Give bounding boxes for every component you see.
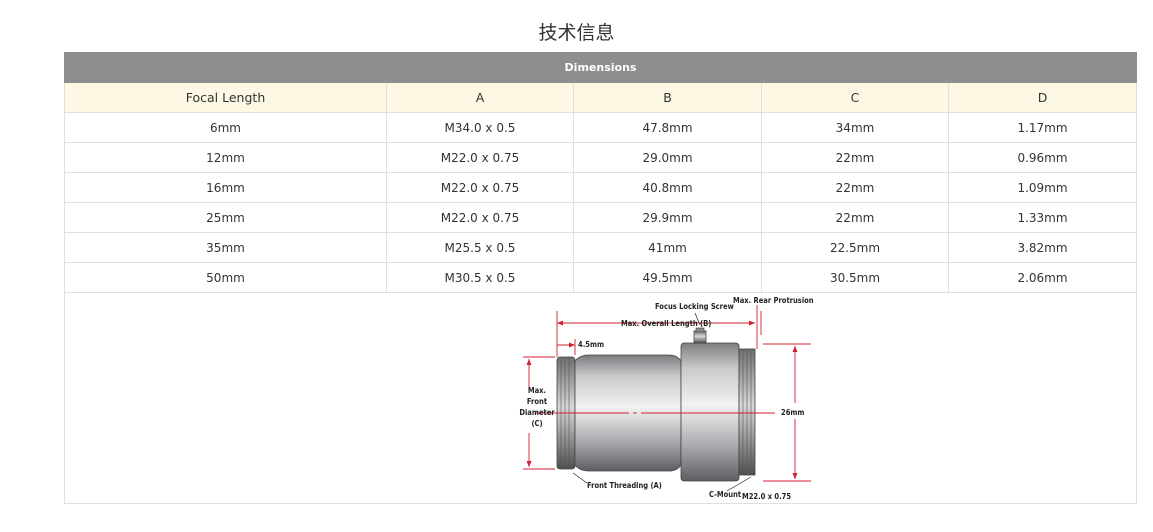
table-cell: 35mm (64, 232, 387, 263)
label-focus-locking-screw: Focus Locking Screw (655, 302, 734, 311)
table-row: 35mm M25.5 x 0.5 41mm 22.5mm 3.82mm (64, 232, 1138, 263)
table-cell: 22mm (761, 142, 949, 173)
label-front-diameter: (C) (531, 419, 542, 428)
table-row: 16mm M22.0 x 0.75 40.8mm 22mm 1.09mm (64, 172, 1138, 203)
table-cell: 25mm (64, 202, 387, 233)
lens-body (556, 342, 756, 482)
label-front-diameter: Diameter (519, 408, 555, 417)
dimensions-table: Dimensions Focal Length A B C D 6mm M34.… (63, 52, 1138, 504)
column-header: C (761, 82, 949, 113)
table-caption: Dimensions (63, 52, 1138, 83)
label-front-diameter: Max. (528, 386, 546, 395)
table-cell: M25.5 x 0.5 (386, 232, 574, 263)
table-cell: 1.33mm (947, 202, 1138, 233)
dimensions-table-container: Dimensions Focal Length A B C D 6mm M34.… (63, 52, 1138, 504)
table-row: 12mm M22.0 x 0.75 29.0mm 22mm 0.96mm (64, 142, 1138, 173)
column-header: B (573, 82, 762, 113)
label-max-rear-protrusion: Max. Rear Protrusion (D) (733, 296, 815, 305)
table-cell: 16mm (64, 172, 387, 203)
table-cell: 49.5mm (573, 262, 762, 293)
table-cell: 6mm (64, 112, 387, 143)
column-header: A (386, 82, 574, 113)
label-offset: 4.5mm (578, 340, 604, 349)
table-cell: 22.5mm (761, 232, 949, 263)
table-cell: 1.17mm (947, 112, 1138, 143)
page-title: 技术信息 (538, 22, 615, 44)
dimension-arrows (526, 320, 798, 479)
table-row: 25mm M22.0 x 0.75 29.9mm 22mm 1.33mm (64, 202, 1138, 233)
table-cell: M30.5 x 0.5 (386, 262, 574, 293)
table-cell: 47.8mm (573, 112, 762, 143)
table-cell: 40.8mm (573, 172, 762, 203)
table-cell: 0.96mm (947, 142, 1138, 173)
leader-lines (572, 312, 752, 492)
label-mount-thread: M22.0 x 0.75 (742, 492, 791, 501)
label-front-threading: Front Threading (A) (587, 481, 662, 490)
column-header: Focal Length (64, 82, 387, 113)
label-front-diameter: Front (527, 397, 548, 406)
table-cell: 2.06mm (947, 262, 1138, 293)
label-max-overall-length: Max. Overall Length (B) (621, 319, 711, 328)
table-cell: 22mm (761, 202, 949, 233)
dimension-lines (523, 305, 811, 482)
table-row: 50mm M30.5 x 0.5 49.5mm 30.5mm 2.06mm (64, 262, 1138, 293)
table-cell: M22.0 x 0.75 (386, 202, 574, 233)
table-cell: 12mm (64, 142, 387, 173)
table-cell: M22.0 x 0.75 (386, 142, 574, 173)
table-row: 6mm M34.0 x 0.5 47.8mm 34mm 1.17mm (64, 112, 1138, 143)
table-header-row: Focal Length A B C D (64, 82, 1138, 113)
column-header: D (947, 82, 1138, 113)
table-cell: M34.0 x 0.5 (386, 112, 574, 143)
table-cell: 22mm (761, 172, 949, 203)
label-c-mount: C-Mount (709, 490, 742, 499)
table-cell: 1.09mm (947, 172, 1138, 203)
label-height: 26mm (781, 408, 804, 417)
table-cell: 50mm (64, 262, 387, 293)
table-cell: 29.9mm (573, 202, 762, 233)
table-cell: M22.0 x 0.75 (386, 172, 574, 203)
lens-dimension-diagram: Focus Locking Screw Max. Rear Protrusion… (519, 296, 815, 501)
table-cell: 41mm (573, 232, 762, 263)
diagram-cell: Focus Locking Screw Max. Rear Protrusion… (63, 292, 1138, 504)
table-cell: 34mm (761, 112, 949, 143)
table-cell: 3.82mm (947, 232, 1138, 263)
table-cell: 30.5mm (761, 262, 949, 293)
table-cell: 29.0mm (573, 142, 762, 173)
focus-locking-screw-icon (693, 327, 707, 344)
